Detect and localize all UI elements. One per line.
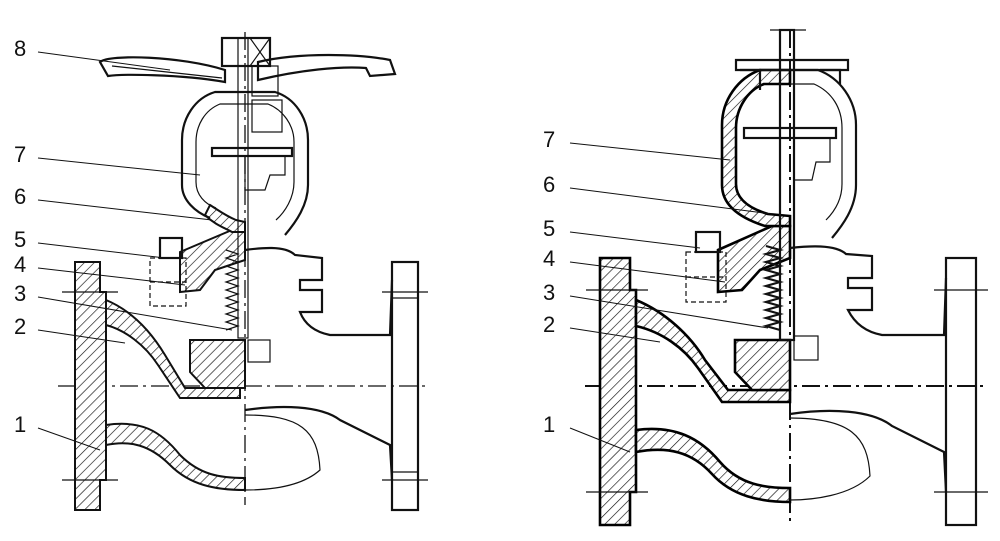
left-label-6: 6 (14, 184, 26, 209)
leader-right-1 (569, 427, 631, 453)
right-seat-block (733, 338, 792, 392)
leader-left-2 (37, 329, 126, 344)
right-yoke-left (720, 68, 792, 228)
right-valve-view: 7 6 5 4 3 2 1 (543, 28, 988, 527)
left-body-lower-wall (105, 422, 246, 492)
leader-right-4 (569, 261, 726, 283)
leader-right-5 (569, 231, 701, 249)
left-label-1: 1 (14, 412, 26, 437)
left-outlet-flange (390, 260, 420, 512)
leader-left-5 (37, 242, 166, 259)
left-yoke-right-half (245, 90, 310, 236)
left-label-3: 3 (14, 281, 26, 306)
right-label-7: 7 (543, 127, 555, 152)
leader-right-6 (569, 187, 773, 215)
left-thrust-plate (210, 146, 294, 158)
left-yoke-inner (195, 103, 245, 209)
left-label-8: 8 (14, 36, 26, 61)
right-outlet-flange (944, 256, 978, 527)
left-yoke (180, 90, 245, 220)
right-label-6: 6 (543, 172, 555, 197)
leader-left-6 (37, 199, 213, 221)
right-label-3: 3 (543, 280, 555, 305)
left-handwheel-spoke-left (111, 65, 223, 79)
right-top-bracket-left (740, 68, 762, 90)
left-yoke-nut (251, 65, 279, 97)
right-yoke-right-half (790, 68, 858, 239)
left-handwheel (98, 56, 227, 84)
left-label-2: 2 (14, 314, 26, 339)
leader-left-4 (37, 267, 186, 286)
right-label-4: 4 (543, 246, 555, 271)
right-body-right-outline (789, 245, 948, 337)
left-inlet-flange (74, 261, 107, 511)
left-bellows (224, 249, 240, 331)
left-body-upper-wall (105, 298, 241, 399)
right-thrust-block (793, 137, 831, 181)
right-top-bracket (734, 58, 850, 72)
leader-right-3 (569, 295, 769, 329)
right-body-inner-curve (789, 417, 871, 501)
right-inlet-flange (598, 256, 638, 527)
left-body-right-outline (244, 246, 394, 337)
left-valve-view: 8 7 6 5 4 3 2 1 (14, 32, 430, 512)
left-body-inner-curve (244, 414, 321, 491)
left-handwheel-nut (220, 36, 272, 68)
left-label-7: 7 (14, 142, 26, 167)
right-bonnet-bolt-head (694, 230, 722, 254)
right-bellows (761, 244, 785, 332)
leader-left-7 (37, 157, 201, 176)
left-label-4: 4 (14, 252, 26, 277)
leader-right-2 (569, 327, 661, 343)
left-bonnet-neck (203, 203, 246, 233)
right-label-5: 5 (543, 216, 555, 241)
left-label-5: 5 (14, 227, 26, 252)
left-thrust-block (244, 155, 286, 191)
right-body-right-lower (789, 409, 948, 493)
right-yoke-right-inner (790, 83, 843, 221)
left-nut-x-2 (249, 37, 271, 67)
right-label-2: 2 (543, 312, 555, 337)
left-stem-collar (251, 99, 283, 133)
left-stem (237, 37, 249, 339)
leader-right-7 (569, 142, 731, 161)
left-yoke-right-inner (245, 103, 295, 221)
left-body-right-lower (244, 405, 394, 481)
left-seat-block (189, 339, 246, 389)
left-bonnet-bolt-head (158, 236, 184, 260)
leader-left-3 (37, 296, 233, 331)
right-top-bracket-right (820, 68, 842, 84)
leader-left-8 (37, 51, 171, 71)
left-disc-nut (247, 339, 271, 363)
right-disc-nut (793, 335, 819, 361)
right-body-upper-wall (634, 298, 792, 404)
right-label-1: 1 (543, 412, 555, 437)
leader-left-1 (37, 427, 101, 451)
right-body-lower-wall (634, 427, 792, 504)
right-thrust-plate (742, 126, 838, 140)
left-handwheel-right-rim (256, 53, 397, 82)
